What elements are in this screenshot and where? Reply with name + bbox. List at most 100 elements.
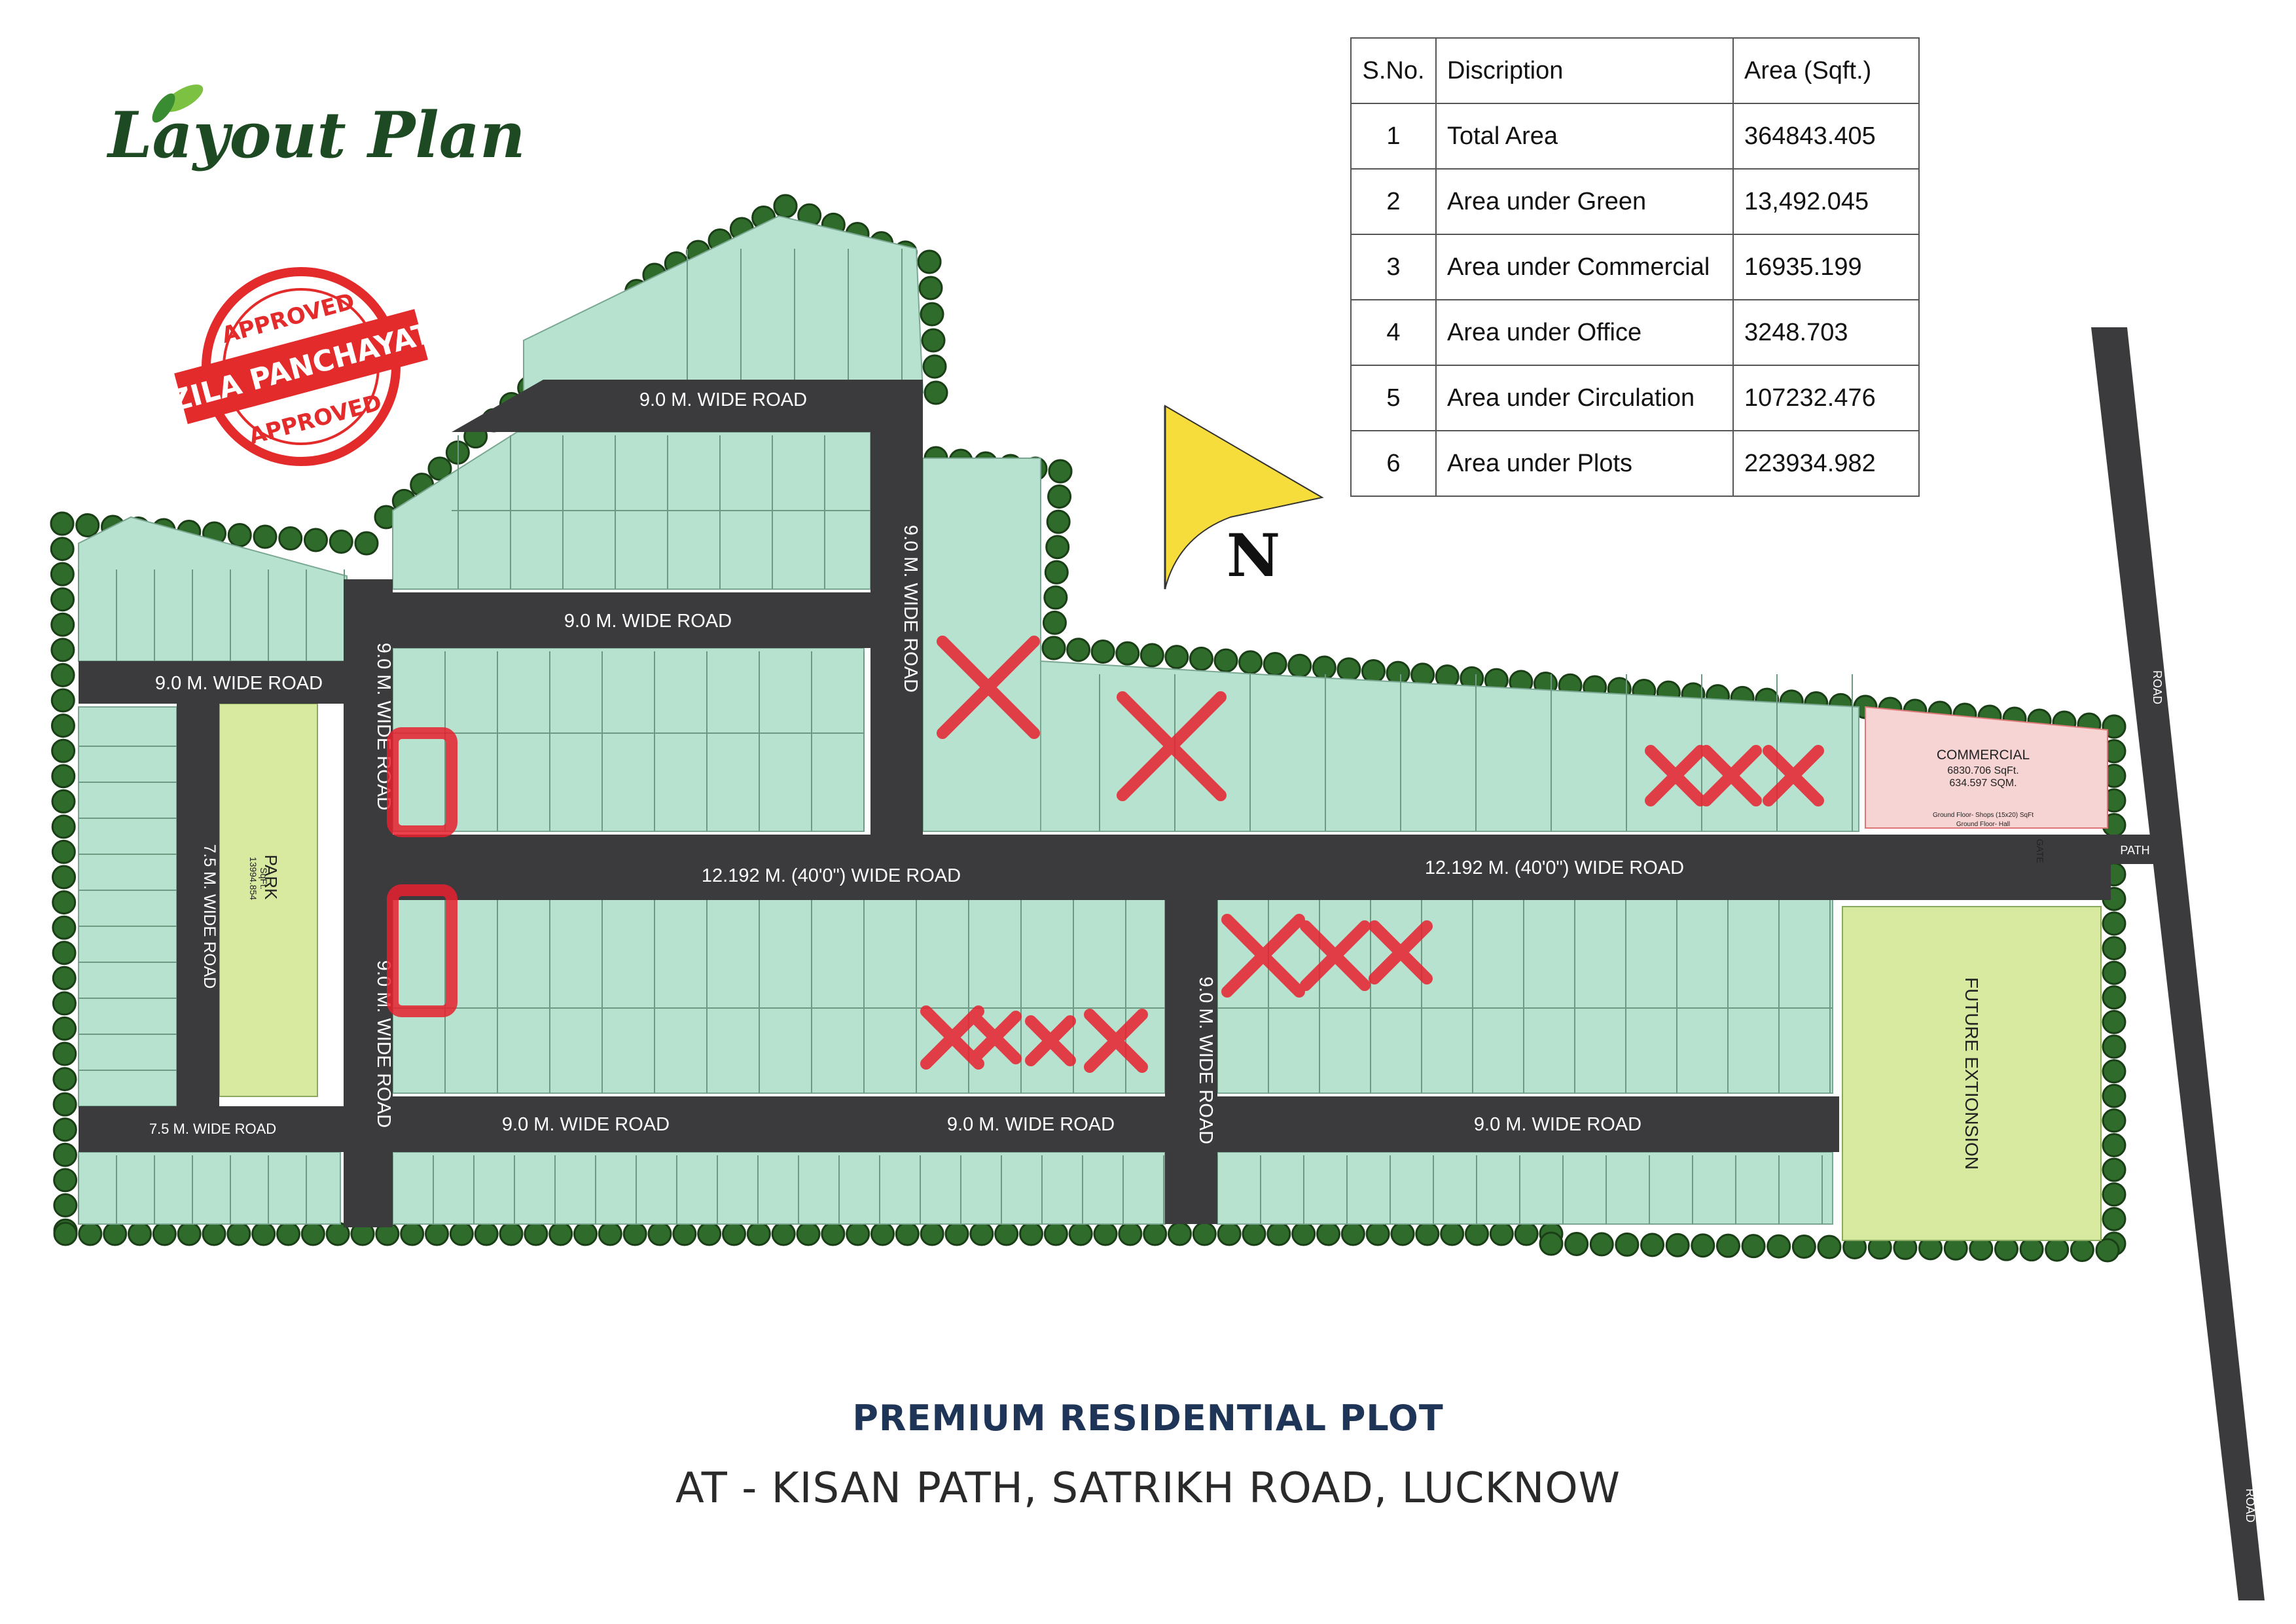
tree-icon — [920, 1221, 944, 1246]
cross-mark — [1763, 745, 1824, 806]
tree-icon — [1365, 1221, 1390, 1246]
tree-icon — [1044, 560, 1069, 585]
tree-icon — [2102, 1133, 2126, 1158]
road-vertical-upper — [870, 380, 923, 838]
cross-mark — [968, 1011, 1022, 1064]
tree-icon — [300, 1221, 325, 1246]
north-arrow — [1164, 405, 1324, 590]
tree-icon — [1589, 1232, 1614, 1257]
gate-label: GATE — [2035, 839, 2045, 863]
tree-icon — [1263, 652, 1287, 677]
tree-icon — [75, 513, 100, 537]
tree-icon — [1047, 484, 1072, 509]
cell-area: 364843.405 — [1732, 103, 1920, 170]
tree-icon — [917, 249, 942, 274]
tree-icon — [2102, 714, 2126, 739]
cross-mark — [937, 636, 1040, 739]
tree-icon — [1340, 1221, 1365, 1246]
tree-icon — [251, 1221, 276, 1246]
tree-icon — [821, 1221, 846, 1246]
tree-icon — [1041, 636, 1066, 660]
tree-icon — [78, 1221, 103, 1246]
plot-block-a-col — [78, 706, 177, 1107]
highlight-box — [387, 727, 457, 837]
tree-icon — [1312, 655, 1336, 680]
tree-icon — [722, 1221, 746, 1246]
cross-mark — [1025, 1015, 1076, 1066]
road-bottom-9m-a — [393, 1096, 1165, 1152]
tree-icon — [53, 1168, 78, 1193]
tree-icon — [53, 1221, 78, 1246]
tree-icon — [969, 1221, 994, 1246]
tree-icon — [796, 1221, 821, 1246]
tree-icon — [1168, 1221, 1192, 1246]
tree-icon — [2102, 936, 2126, 961]
tree-icon — [1640, 1233, 1665, 1257]
tree-icon — [354, 531, 379, 556]
road-left-9m — [79, 661, 347, 704]
cell-sno: 2 — [1350, 168, 1437, 235]
tree-icon — [50, 662, 75, 687]
tree-icon — [1217, 1221, 1242, 1246]
tree-icon — [1791, 1235, 1816, 1259]
tree-icon — [1192, 1221, 1217, 1246]
road-label-main-bottom: ROAD — [2244, 1489, 2257, 1523]
tree-icon — [329, 530, 353, 554]
tree-icon — [52, 1092, 77, 1117]
tree-icon — [202, 1221, 226, 1246]
cell-desc: Area under Commercial — [1435, 234, 1734, 300]
cell-sno: 3 — [1350, 234, 1437, 300]
tree-icon — [52, 865, 76, 890]
tree-icon — [2102, 1157, 2126, 1182]
tree-icon — [1189, 646, 1213, 671]
tree-icon — [647, 1221, 672, 1246]
commercial-area-value: 6830.706 SqFt. — [1947, 765, 2018, 776]
road-label-bottom-c: 9.0 M. WIDE ROAD — [1474, 1114, 1641, 1135]
tree-icon — [2102, 1182, 2126, 1207]
tree-icon — [50, 562, 75, 586]
tree-icon — [1489, 1221, 1514, 1246]
tree-icon — [1139, 643, 1164, 668]
tree-icon — [52, 1067, 77, 1092]
tree-icon — [50, 537, 75, 562]
tree-icon — [53, 1193, 78, 1218]
tree-icon — [1266, 1221, 1291, 1246]
tree-icon — [598, 1221, 622, 1246]
road-label-12-left: 12.192 M. (40'0") WIDE ROAD — [702, 865, 961, 886]
tree-icon — [52, 1016, 77, 1041]
header-description: Discription — [1435, 37, 1734, 104]
tree-icon — [1019, 1221, 1043, 1246]
tree-icon — [1068, 1221, 1093, 1246]
tree-icon — [1994, 1236, 2018, 1261]
tree-icon — [1143, 1221, 1168, 1246]
road-label-75-bottom: 7.5 M. WIDE ROAD — [149, 1121, 276, 1137]
future-extension-label: FUTURE EXTIONSION — [1962, 977, 1982, 1170]
road-bottom-75 — [79, 1106, 347, 1152]
logo-text: Layout Plan — [108, 98, 526, 172]
tree-icon — [2019, 1237, 2044, 1262]
tree-icon — [1741, 1234, 1766, 1259]
cell-desc: Area under Circulation — [1435, 365, 1734, 431]
table-header-row: S.No. Discription Area (Sqft.) — [1350, 37, 1920, 104]
cell-desc: Area under Green — [1435, 168, 1734, 235]
cell-desc: Area under Plots — [1435, 430, 1734, 497]
road-vertical-75 — [177, 704, 219, 1106]
tree-icon — [152, 1221, 177, 1246]
road-vertical-right — [1165, 900, 1217, 1224]
tree-icon — [50, 612, 75, 637]
road-label-75-vert: 7.5 M. WIDE ROAD — [200, 844, 219, 989]
commercial-area — [1865, 706, 2108, 829]
road-bottom-9m-c — [1217, 1096, 1839, 1152]
tree-icon — [1042, 610, 1067, 635]
highlight-box — [387, 884, 457, 1017]
tree-icon — [1213, 648, 1238, 673]
tree-icon — [51, 738, 76, 763]
tree-icon — [573, 1221, 598, 1246]
approval-stamp: ZILA PANCHAYAT APPROVED APPROVED — [167, 267, 436, 466]
tree-icon — [924, 380, 948, 405]
cell-sno: 5 — [1350, 365, 1437, 431]
road-mid-9m — [393, 592, 870, 648]
tree-icon — [103, 1221, 128, 1246]
